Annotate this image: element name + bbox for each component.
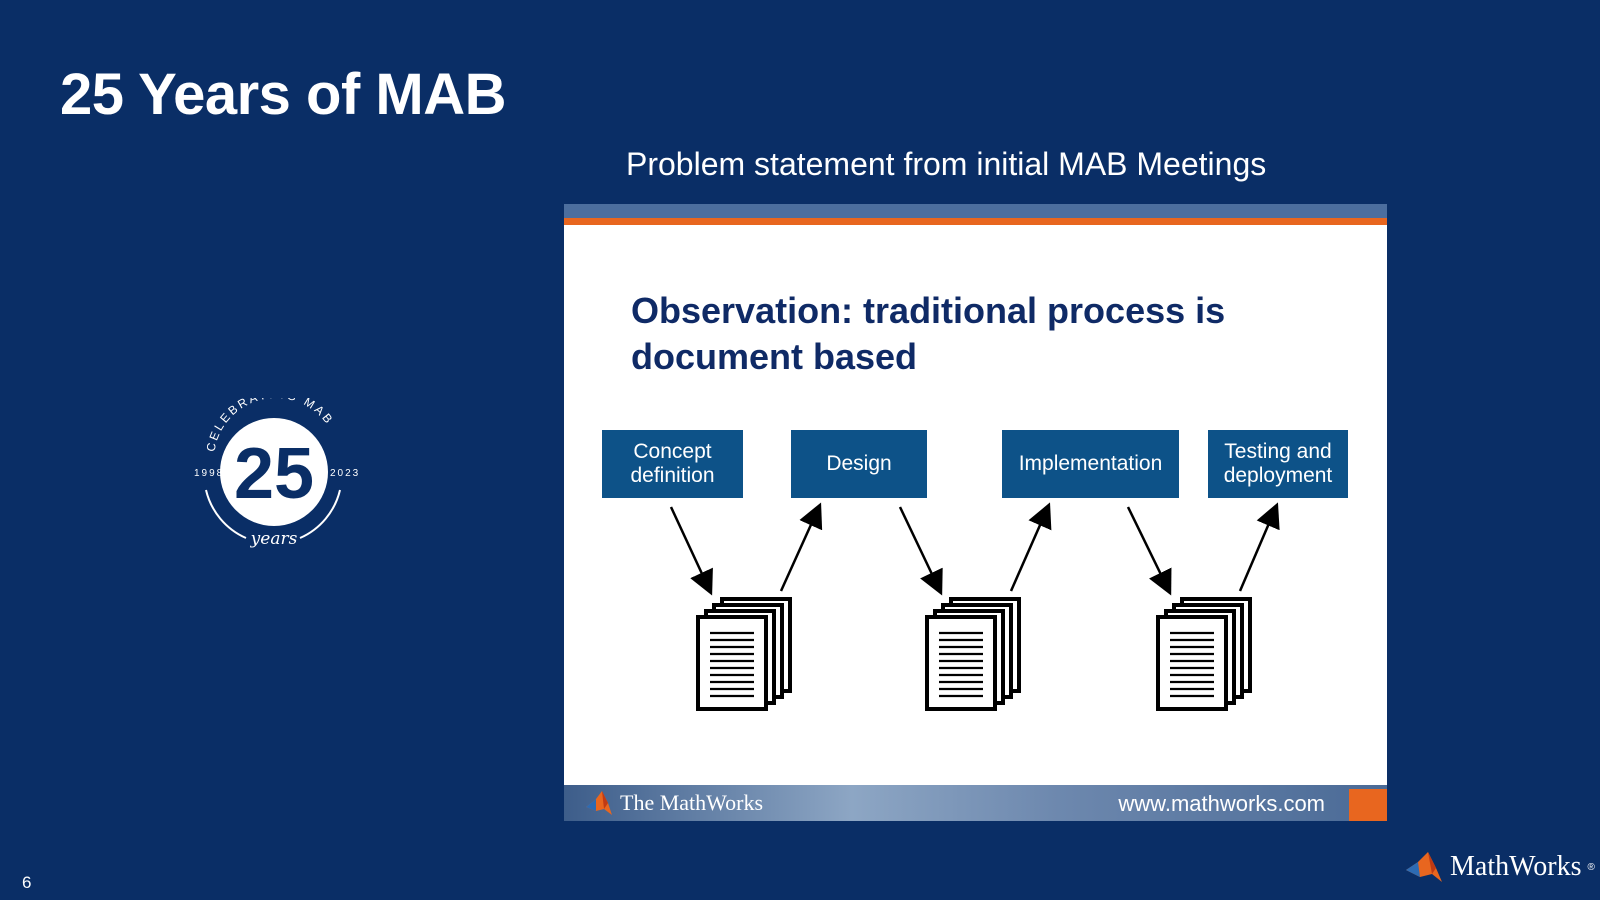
embedded-slide-heading: Observation: traditional process is docu… — [631, 290, 1226, 377]
embedded-footer-bar: The MathWorks www.mathworks.com — [564, 785, 1387, 821]
arrow-down — [1126, 506, 1172, 596]
slide-subtitle: Problem statement from initial MAB Meeti… — [626, 146, 1267, 182]
process-step-label: Design — [826, 452, 892, 475]
process-step-label: Concept definition — [630, 440, 715, 487]
arrow-down — [669, 506, 713, 596]
registered-mark: ® — [1587, 861, 1595, 873]
svg-text:1998: 1998 — [194, 468, 224, 479]
embedded-footer-brand: The MathWorks — [620, 790, 764, 815]
embedded-footer-logo: The MathWorks — [584, 789, 763, 817]
embedded-top-bar — [564, 204, 1387, 218]
mathworks-logo: MathWorks ® — [1404, 850, 1595, 884]
process-step-concept-definition: Concept definition — [602, 430, 743, 498]
process-step-label: Testing and deployment — [1223, 440, 1333, 487]
process-step-design: Design — [791, 430, 927, 498]
embedded-footer-url: www.mathworks.com — [1118, 791, 1325, 816]
svg-text:years: years — [250, 529, 298, 549]
process-step-label: Implementation — [1018, 452, 1163, 475]
mathworks-membrane-icon — [586, 791, 612, 815]
page-number: 6 — [22, 873, 32, 892]
document-stack-icon — [696, 597, 792, 711]
embedded-footer-orange-block — [1349, 789, 1387, 821]
celebrating-25-logo: CELEBRATING MAB 25 1998 2023 years — [176, 398, 372, 558]
process-step-implementation: Implementation — [1002, 430, 1179, 498]
mathworks-brand-text: MathWorks — [1450, 851, 1582, 882]
embedded-orange-line — [564, 218, 1387, 225]
svg-text:25: 25 — [234, 434, 314, 514]
process-step-testing-and-deployment: Testing and deployment — [1208, 430, 1348, 498]
mathworks-membrane-icon — [1406, 852, 1442, 882]
document-stack-icon — [1156, 597, 1252, 711]
arrow-up — [1238, 502, 1280, 592]
document-stack-icon — [925, 597, 1021, 711]
slide-title: 25 Years of MAB — [60, 62, 506, 127]
arrow-up — [1009, 502, 1052, 592]
document-flow-diagram — [669, 502, 1280, 711]
svg-text:2023: 2023 — [330, 468, 360, 479]
arrow-down — [898, 506, 943, 596]
arrow-up — [779, 502, 823, 592]
embedded-slide-image: Observation: traditional process is docu… — [564, 204, 1387, 821]
